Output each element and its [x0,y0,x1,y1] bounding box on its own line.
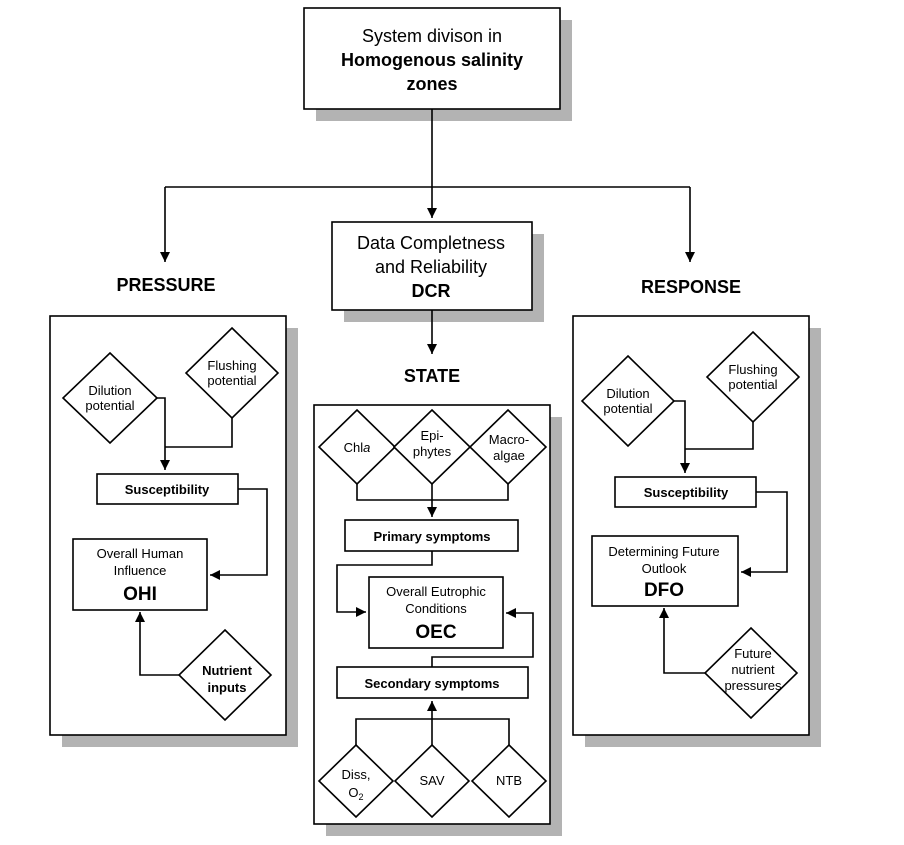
top-box-line2: Homogenous salinity [341,50,523,70]
pressure-flushing-line1: Flushing [207,358,256,373]
future-line1: Future [734,646,772,661]
pressure-panel: Dilution potential Flushing potential Su… [49,315,298,747]
primary-symptoms-label: Primary symptoms [373,529,490,544]
future-line2: nutrient [731,662,775,677]
dcr-line1: Data Completness [357,233,505,253]
diss-o2-line2: O2 [348,785,363,802]
secondary-symptoms-label: Secondary symptoms [364,676,499,691]
dcr-abbr: DCR [412,281,451,301]
ohi-line1: Overall Human [97,546,184,561]
pressure-flushing-diamond: Flushing potential [184,326,280,420]
ohi-abbr: OHI [123,584,157,605]
ohi-line2: Influence [114,563,167,578]
future-line3: pressures [724,678,782,693]
response-dilution-line2: potential [603,401,652,416]
response-dilution-line1: Dilution [606,386,649,401]
ohi-box: Overall Human Influence OHI [72,538,208,611]
epiphytes-line1: Epi- [420,428,443,443]
macroalgae-line2: algae [493,448,525,463]
epiphytes-diamond: Epi- phytes [392,408,472,486]
oec-abbr: OEC [415,622,456,643]
oec-box: Overall Eutrophic Conditions OEC [368,576,504,649]
sav-diamond: SAV [393,743,471,819]
diss-o2-line1: Diss, [342,767,371,782]
oec-line1: Overall Eutrophic [386,584,486,599]
response-susceptibility-box: Susceptibility [614,476,757,508]
sav-label: SAV [419,773,444,788]
epiphytes-line2: phytes [413,444,452,459]
dfo-line1: Determining Future [608,544,719,559]
top-zones-box: System divison in Homogenous salinity zo… [303,7,572,121]
response-header: RESPONSE [641,277,741,297]
dfo-abbr: DFO [644,580,684,601]
pressure-susceptibility-box: Susceptibility [96,473,239,505]
response-flushing-line1: Flushing [728,362,777,377]
response-panel: Dilution potential Flushing potential Su… [572,315,821,747]
chla-label: Chla [344,440,371,455]
response-flushing-line2: potential [728,377,777,392]
oec-line2: Conditions [405,601,467,616]
pressure-flushing-line2: potential [207,373,256,388]
ntb-diamond: NTB [470,743,548,819]
dcr-line2: and Reliability [375,257,487,277]
nutrient-inputs-diamond: Nutrient inputs [177,628,273,722]
response-susceptibility-label: Susceptibility [644,485,729,500]
secondary-symptoms-box: Secondary symptoms [336,666,529,699]
future-pressures-diamond: Future nutrient pressures [703,626,799,720]
top-box-line1: System divison in [362,26,502,46]
dfo-line2: Outlook [642,561,687,576]
state-header: STATE [404,366,460,386]
pressure-susceptibility-label: Susceptibility [125,482,210,497]
dcr-box: Data Completness and Reliability DCR [331,221,544,322]
pressure-header: PRESSURE [116,275,215,295]
pressure-dilution-line1: Dilution [88,383,131,398]
primary-symptoms-box: Primary symptoms [344,519,519,552]
diss-o2-diamond: Diss, O2 [317,743,395,819]
response-flushing-diamond: Flushing potential [705,330,801,424]
nutrient-inputs-line1: Nutrient [202,663,253,678]
pressure-dilution-line2: potential [85,398,134,413]
response-dilution-diamond: Dilution potential [580,354,676,448]
top-box-line3: zones [406,74,457,94]
top-connectors [160,109,695,262]
pressure-dilution-diamond: Dilution potential [61,351,159,445]
nutrient-inputs-line2: inputs [208,680,247,695]
dfo-box: Determining Future Outlook DFO [591,535,739,607]
ntb-label: NTB [496,773,522,788]
macroalgae-line1: Macro- [489,432,529,447]
state-panel: Chla Epi- phytes Macro- algae Primary sy… [313,404,562,836]
